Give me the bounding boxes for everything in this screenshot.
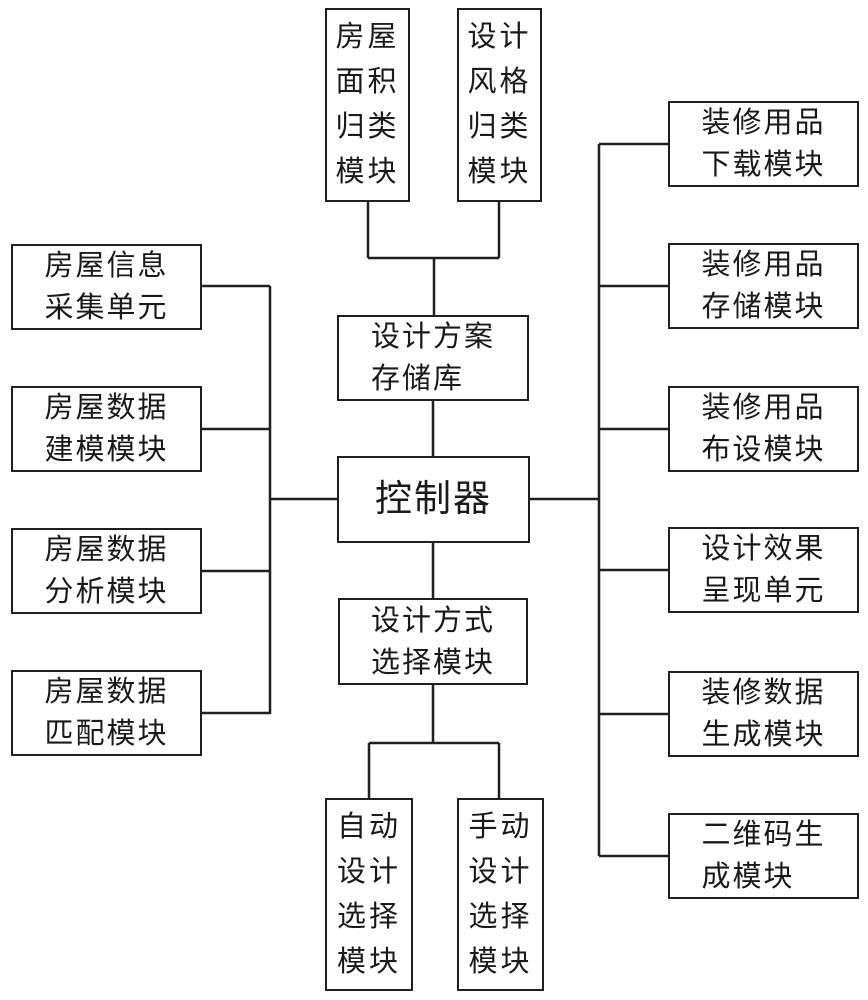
node-label: 房屋数据 建模模块 [44,392,169,466]
node-design-effect-presentation-unit: 设计效果 呈现单元 [668,527,859,613]
node-manual-design-selection: 手动 设计 选择 模块 [457,798,544,991]
node-design-mode-selection: 设计方式 选择模块 [338,598,528,685]
node-label: 二维码生 成模块 [701,819,826,893]
node-decor-items-storage: 装修用品 存储模块 [668,243,859,329]
node-label: 房屋数据 匹配模块 [44,676,169,750]
node-decor-data-generation: 装修数据 生成模块 [668,671,859,757]
node-qrcode-generation: 二维码生 成模块 [668,813,859,899]
node-decor-items-download: 装修用品 下载模块 [668,101,859,187]
node-house-data-analysis: 房屋数据 分析模块 [11,528,202,614]
node-label: 设计 风格 归类 模块 [467,21,532,188]
node-house-data-matching: 房屋数据 匹配模块 [11,670,202,756]
node-label: 手动 设计 选择 模块 [468,810,533,978]
node-label: 装修用品 下载模块 [701,107,826,181]
node-label: 房屋数据 分析模块 [44,534,169,608]
node-label: 设计效果 呈现单元 [701,533,826,607]
node-label: 控制器 [375,478,492,520]
node-label: 装修用品 存储模块 [701,249,826,323]
node-label: 房屋信息 采集单元 [44,250,169,324]
node-label: 自动 设计 选择 模块 [336,810,401,978]
node-house-info-collection-unit: 房屋信息 采集单元 [11,244,202,330]
node-label: 装修用品 布设模块 [701,392,826,466]
node-label: 装修数据 生成模块 [701,677,826,751]
node-house-area-classification: 房屋 面积 归类 模块 [325,8,410,202]
node-design-style-classification: 设计 风格 归类 模块 [457,8,542,202]
node-label: 设计方案 存储库 [370,321,495,395]
node-controller: 控制器 [337,456,530,543]
node-design-plan-repository: 设计方案 存储库 [337,315,529,401]
node-decor-items-layout: 装修用品 布设模块 [668,386,859,472]
node-label: 房屋 面积 归类 模块 [335,21,400,188]
node-house-data-modeling: 房屋数据 建模模块 [11,386,202,472]
node-label: 设计方式 选择模块 [370,604,495,679]
node-auto-design-selection: 自动 设计 选择 模块 [325,798,413,991]
